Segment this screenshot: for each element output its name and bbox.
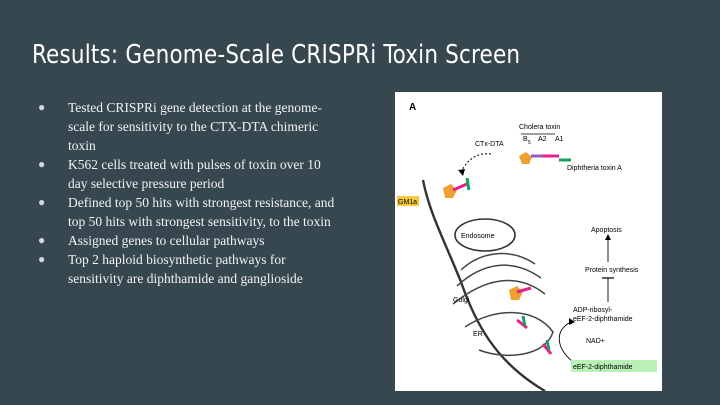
endosome-shape	[454, 218, 516, 252]
gm1a-box	[397, 196, 419, 206]
adp-ribosyl-label: eEF-2-diphthamide	[573, 316, 633, 323]
a1-subunit	[516, 286, 532, 294]
golgi-label: Golgi	[453, 297, 470, 304]
bullet-item: ● K562 cells treated with pulses of toxin…	[38, 155, 338, 193]
dta-subunit	[521, 315, 527, 327]
bullet-text: Defined top 50 hits with strongest resis…	[68, 195, 335, 229]
bullet-dot-icon: ●	[38, 233, 46, 247]
er-label: ER	[473, 331, 483, 338]
ganglioside-pentamer	[443, 184, 457, 198]
a1-subunit	[452, 182, 468, 192]
bullet-item: ● Top 2 haploid biosynthetic pathways for…	[38, 250, 338, 288]
b5-label: B	[523, 136, 528, 143]
chevron-arrow-icon	[605, 234, 611, 240]
pathway-diagram: A Endosome Golgi ER GM1a CTx-DTA	[397, 102, 657, 391]
bullet-dot-icon: ●	[38, 195, 46, 209]
bullet-list: ● Tested CRISPRi gene detection at the ge…	[38, 98, 338, 288]
a1-subunit	[516, 318, 528, 330]
bullet-item: ● Tested CRISPRi gene detection at the ge…	[38, 98, 338, 155]
bullet-item: ● Defined top 50 hits with strongest resi…	[38, 193, 338, 231]
golgi-stack	[452, 279, 546, 305]
dta-subunit	[545, 339, 551, 351]
panel-label: A	[409, 102, 416, 113]
slide-title: Results: Genome-Scale CRISPRi Toxin Scre…	[32, 40, 521, 70]
a2-label: A2	[538, 136, 547, 143]
ctx-dta-icon	[519, 152, 532, 164]
ctx-dta-label: CTx-DTA	[475, 141, 504, 148]
ganglioside-pentamer	[509, 286, 523, 300]
nad-label: NAD+	[586, 338, 605, 345]
bullet-dot-icon: ●	[38, 252, 46, 266]
bullet-dot-icon: ●	[38, 100, 46, 114]
gm1a-label: GM1a	[398, 199, 417, 206]
chevron-arrow-icon	[569, 318, 575, 325]
bullet-dot-icon: ●	[38, 157, 46, 171]
bullet-item: ● Assigned genes to cellular pathways	[38, 231, 338, 250]
adp-ribosyl-label: ADP-ribosyl-	[573, 307, 613, 314]
ribosylation-arrow	[558, 321, 574, 363]
b5-subscript: 5	[528, 140, 531, 146]
apoptosis-label: Apoptosis	[591, 227, 622, 234]
dta-subunit	[465, 177, 471, 191]
eef2-box	[571, 360, 657, 372]
golgi-stack	[460, 252, 536, 271]
a1-label: A1	[555, 136, 564, 143]
er-membrane	[464, 311, 554, 356]
eef2-label: eEF-2-diphthamide	[573, 364, 633, 371]
bullet-text: Assigned genes to cellular pathways	[68, 233, 265, 248]
diphtheria-toxin-label: Diphtheria toxin A	[567, 165, 622, 172]
bullet-text: Tested CRISPRi gene detection at the gen…	[68, 100, 322, 153]
entry-arrow	[460, 153, 492, 173]
bullet-text: Top 2 haploid biosynthetic pathways for …	[68, 252, 303, 286]
golgi-stack	[456, 264, 542, 287]
bullet-text: K562 cells treated with pulses of toxin …	[68, 157, 321, 191]
chevron-arrow-icon	[458, 169, 465, 176]
toxin-pathway-figure: A Endosome Golgi ER GM1a CTx-DTA	[395, 92, 662, 391]
a1-subunit	[541, 343, 553, 355]
protein-synthesis-label: Protein synthesis	[585, 267, 639, 274]
cholera-toxin-label: Cholera toxin	[519, 124, 560, 131]
endosome-label: Endosome	[461, 233, 495, 240]
